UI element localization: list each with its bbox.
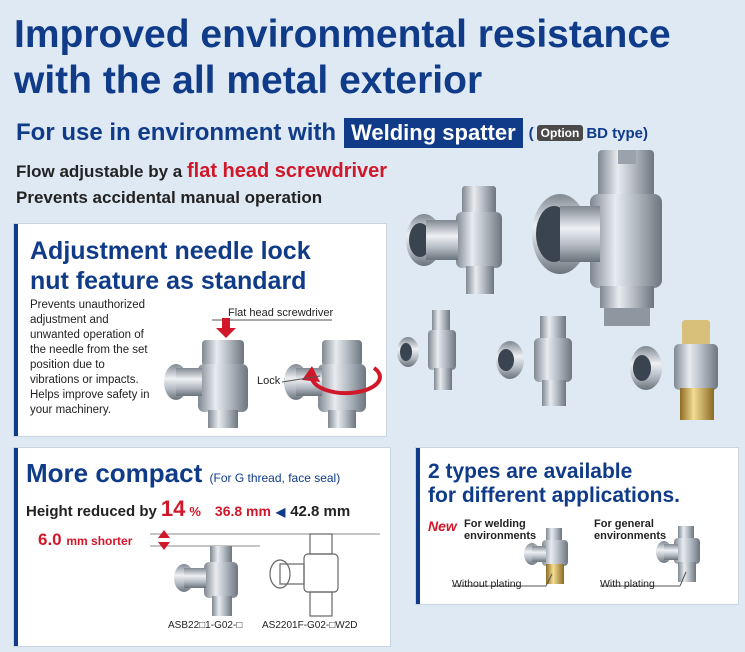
plated-fitting-small <box>656 526 700 582</box>
small-fitting-image-1 <box>397 310 456 390</box>
flow-adjustable-line: Flow adjustable by a flat head screwdriv… <box>16 160 387 183</box>
model-new-label: ASB22□1-G02-□ <box>168 620 243 631</box>
heading-line-1: Improved environmental resistance <box>14 13 671 56</box>
flat-head-screwdriver-label: Flat head screwdriver <box>228 307 334 319</box>
compact-fitting-old <box>269 533 339 617</box>
medium-fitting-image <box>406 186 502 294</box>
compact-title-text: More compact <box>26 458 203 488</box>
types-title-line-1: 2 types are available <box>428 460 633 483</box>
compact-fitting-new <box>174 546 238 616</box>
general-line-2: environments <box>594 530 667 542</box>
small-fitting-image-2 <box>496 316 572 406</box>
with-plating-label: With plating <box>600 578 655 590</box>
without-plating-label: Without plating <box>452 578 522 590</box>
shorter-text: mm shorter <box>66 534 133 548</box>
types-title-line-2: for different applications. <box>428 484 681 507</box>
lock-nut-leader-line <box>281 375 321 383</box>
lock-nut-fittings-illustration <box>164 318 382 428</box>
product-photo-cluster <box>397 150 718 420</box>
lock-nut-title: Adjustment needle lock nut feature as st… <box>30 236 311 296</box>
paren-open: ( <box>528 124 534 142</box>
left-arrow-icon: ◀ <box>275 505 286 519</box>
compact-card <box>14 448 390 646</box>
screwdriver-arrow-icon <box>216 318 236 338</box>
types-fittings-illustration <box>452 526 700 587</box>
subheading-text: For use in environment with <box>16 119 337 146</box>
welding-environments-label: For welding environments <box>464 518 536 542</box>
types-title: 2 types are available for different appl… <box>428 460 680 508</box>
compact-title-note: (For G thread, face seal) <box>209 471 341 485</box>
option-badge: Option <box>536 125 584 141</box>
percent-sign: % <box>189 504 201 519</box>
new-badge: New <box>428 518 457 534</box>
shorter-label: 6.0 mm shorter <box>38 530 132 550</box>
shorter-value: 6.0 <box>38 530 62 549</box>
bd-type-label: BD type) <box>586 124 648 142</box>
flat-head-highlight: flat head screwdriver <box>187 160 388 182</box>
subheading: For use in environment with Welding spat… <box>16 116 648 150</box>
heading-line-2: with the all metal exterior <box>14 59 483 102</box>
fitting-right <box>284 340 366 428</box>
height-reduced-row: Height reduced by 14 % 36.8 mm ◀ 42.8 mm <box>26 496 350 522</box>
old-height-value: 42.8 mm <box>290 503 351 520</box>
welding-spatter-badge: Welding spatter <box>344 118 523 148</box>
welding-line-1: For welding <box>464 518 526 530</box>
height-difference-arrow-icon <box>158 530 170 550</box>
main-heading: Improved environmental resistance with t… <box>14 12 734 104</box>
general-environments-label: For general environments <box>594 518 666 542</box>
prevents-line: Prevents accidental manual operation <box>16 188 323 207</box>
lock-nut-description: Prevents unauthorized adjustment and unw… <box>30 299 150 416</box>
height-reduced-percent: 14 <box>160 496 186 521</box>
lock-nut-title-line-1: Adjustment needle lock <box>30 237 311 265</box>
new-height-value: 36.8 mm <box>214 503 271 519</box>
model-old-label: AS2201F-G02-□W2D <box>262 620 358 631</box>
height-reduced-label: Height reduced by <box>26 503 157 520</box>
large-fitting-image <box>532 150 662 326</box>
compact-comparison-illustration <box>150 530 380 617</box>
lock-nut-title-line-2: nut feature as standard <box>30 267 307 295</box>
brass-fitting-image <box>630 320 718 420</box>
general-line-1: For general <box>594 518 654 530</box>
welding-line-2: environments <box>464 530 537 542</box>
compact-title: More compact (For G thread, face seal) <box>26 458 340 489</box>
brass-fitting-small <box>524 528 568 584</box>
flow-text: Flow adjustable by a <box>16 162 183 181</box>
flat-head-label-leader-line <box>212 319 332 321</box>
fitting-left <box>164 340 248 428</box>
